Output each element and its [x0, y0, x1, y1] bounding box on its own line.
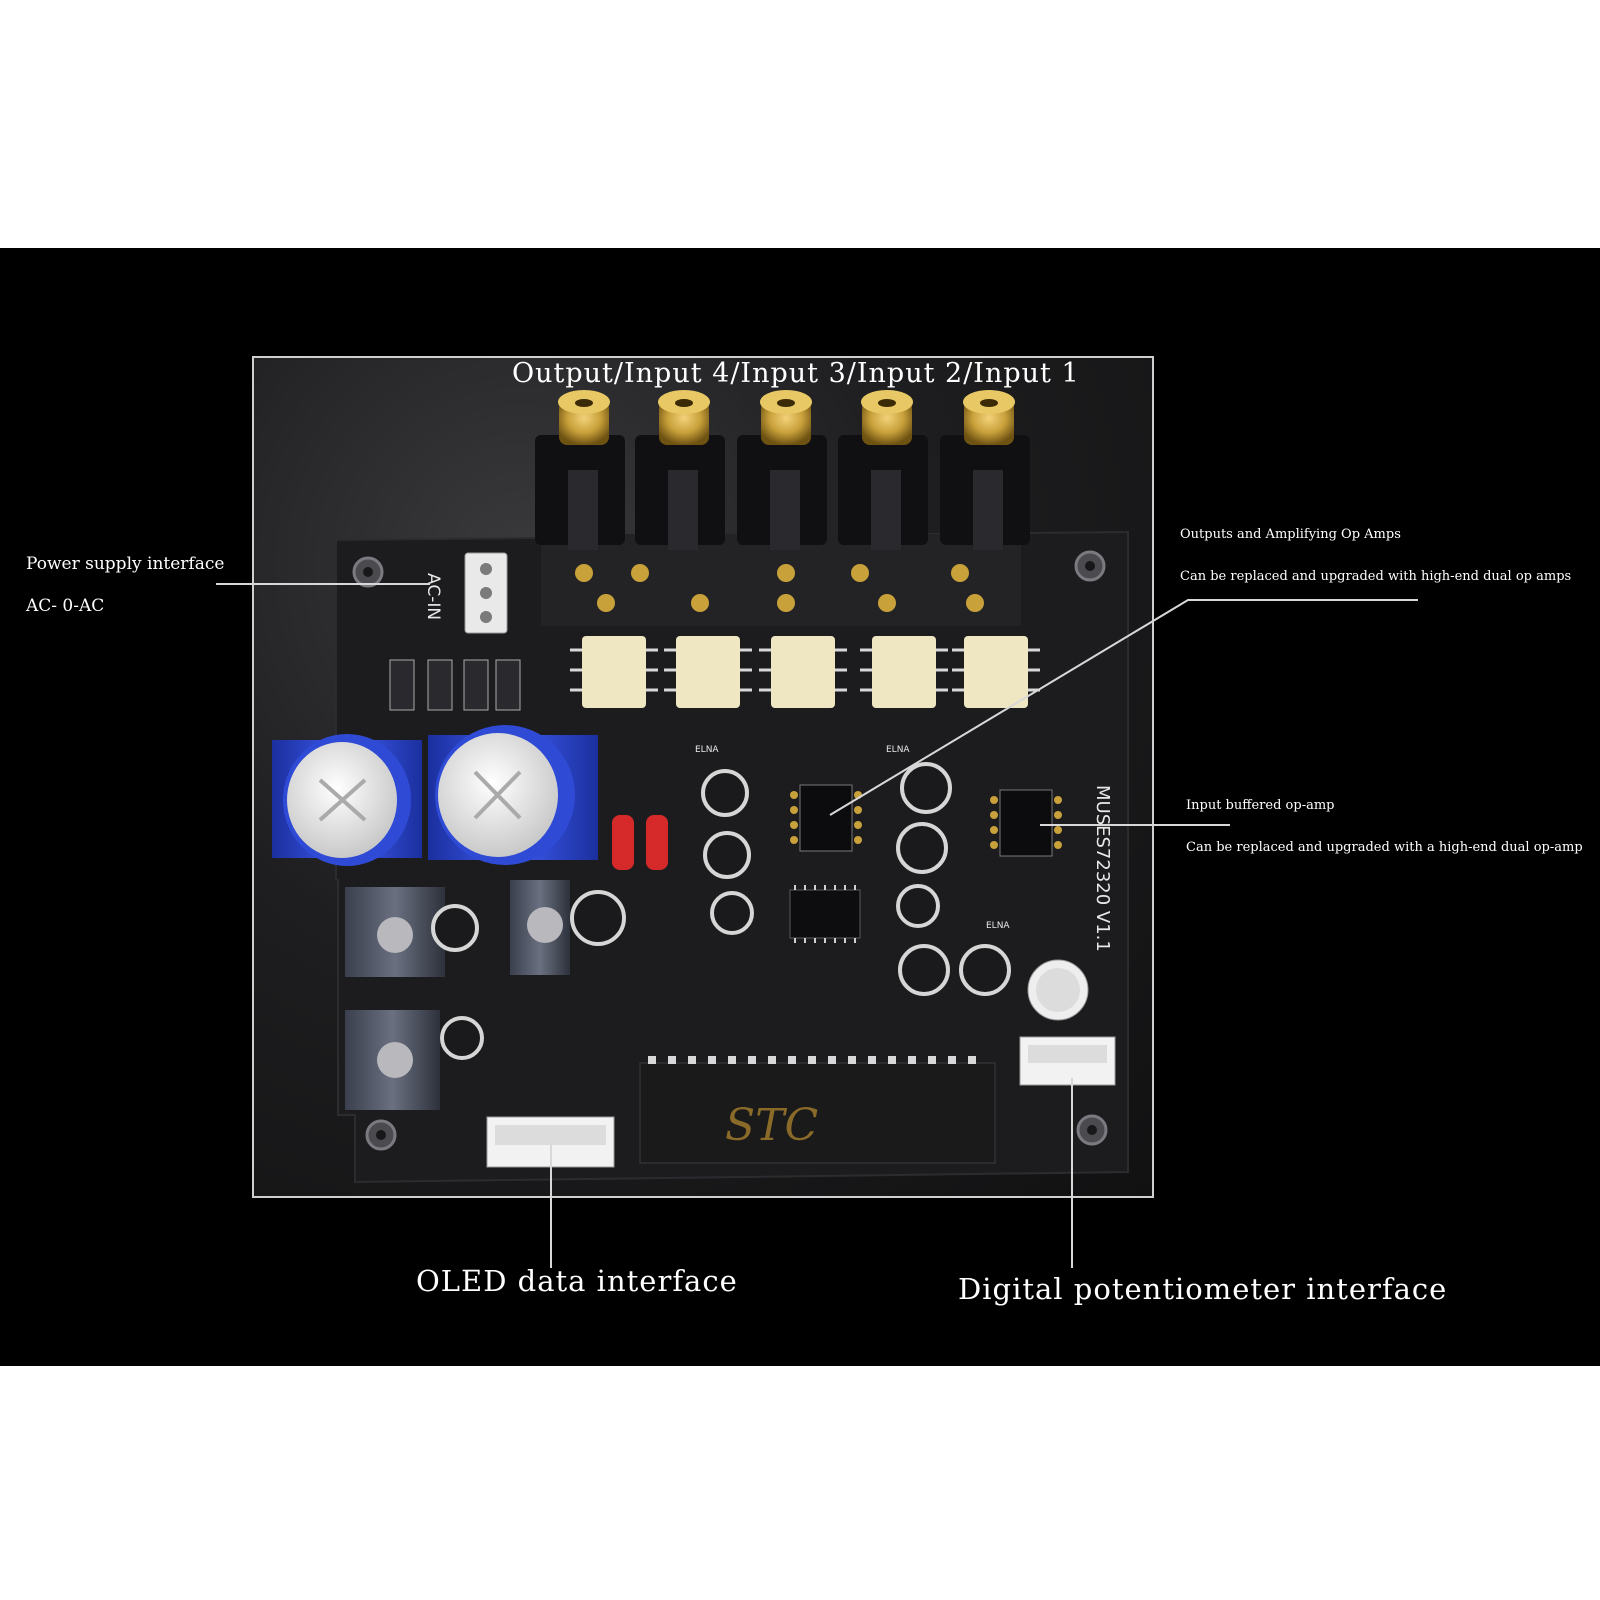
knob-icon [1027, 959, 1089, 1021]
red-capacitors [612, 815, 668, 870]
rca-jack-icon [838, 390, 928, 550]
filter-capacitors [272, 725, 598, 866]
rca-jacks [535, 390, 1030, 550]
volume-ic [789, 885, 861, 943]
outputs-callout-line [829, 599, 1418, 816]
relays [570, 636, 1040, 708]
ac-in-marking: AC-IN [423, 573, 443, 620]
outputs-label: Outputs and Amplifying Op Amps [1180, 527, 1401, 542]
mcu-chip: STC [639, 1056, 996, 1164]
input-buffer-label: Input buffered op-amp [1186, 798, 1335, 813]
rca-jack-icon [940, 390, 1030, 550]
jacks-label: Output/Input 4/Input 3/Input 2/Input 1 [512, 358, 1080, 389]
elna-marking: ELNA [986, 921, 1010, 931]
op-amp-socket-input [990, 789, 1062, 857]
elna-marking: ELNA [886, 745, 910, 755]
power-supply-sublabel: AC- 0-AC [26, 596, 105, 616]
power-supply-label: Power supply interface [26, 554, 225, 574]
heatsinks [345, 880, 570, 1110]
op-amp-socket-outputs [790, 784, 862, 852]
solder-pads [575, 564, 984, 612]
rca-jack-icon [635, 390, 725, 550]
elna-marking: ELNA [695, 745, 719, 755]
input-buffer-sublabel: Can be replaced and upgraded with a high… [1186, 840, 1583, 855]
oled-interface-label: OLED data interface [416, 1264, 738, 1298]
rca-jack-icon [535, 390, 625, 550]
outputs-sublabel: Can be replaced and upgraded with high-e… [1180, 569, 1572, 584]
pot-connector [1019, 1036, 1116, 1086]
rca-jack-icon [737, 390, 827, 550]
mcu-marking: STC [725, 1100, 818, 1151]
small-capacitors [431, 762, 1011, 1060]
pot-interface-label: Digital potentiometer interface [958, 1272, 1448, 1306]
model-marking: MUSES72320 V1.1 [1092, 785, 1113, 952]
rectifier-diodes [389, 659, 521, 711]
callout-lines [216, 583, 1418, 1268]
mounting-hole-icon [352, 550, 1108, 1151]
